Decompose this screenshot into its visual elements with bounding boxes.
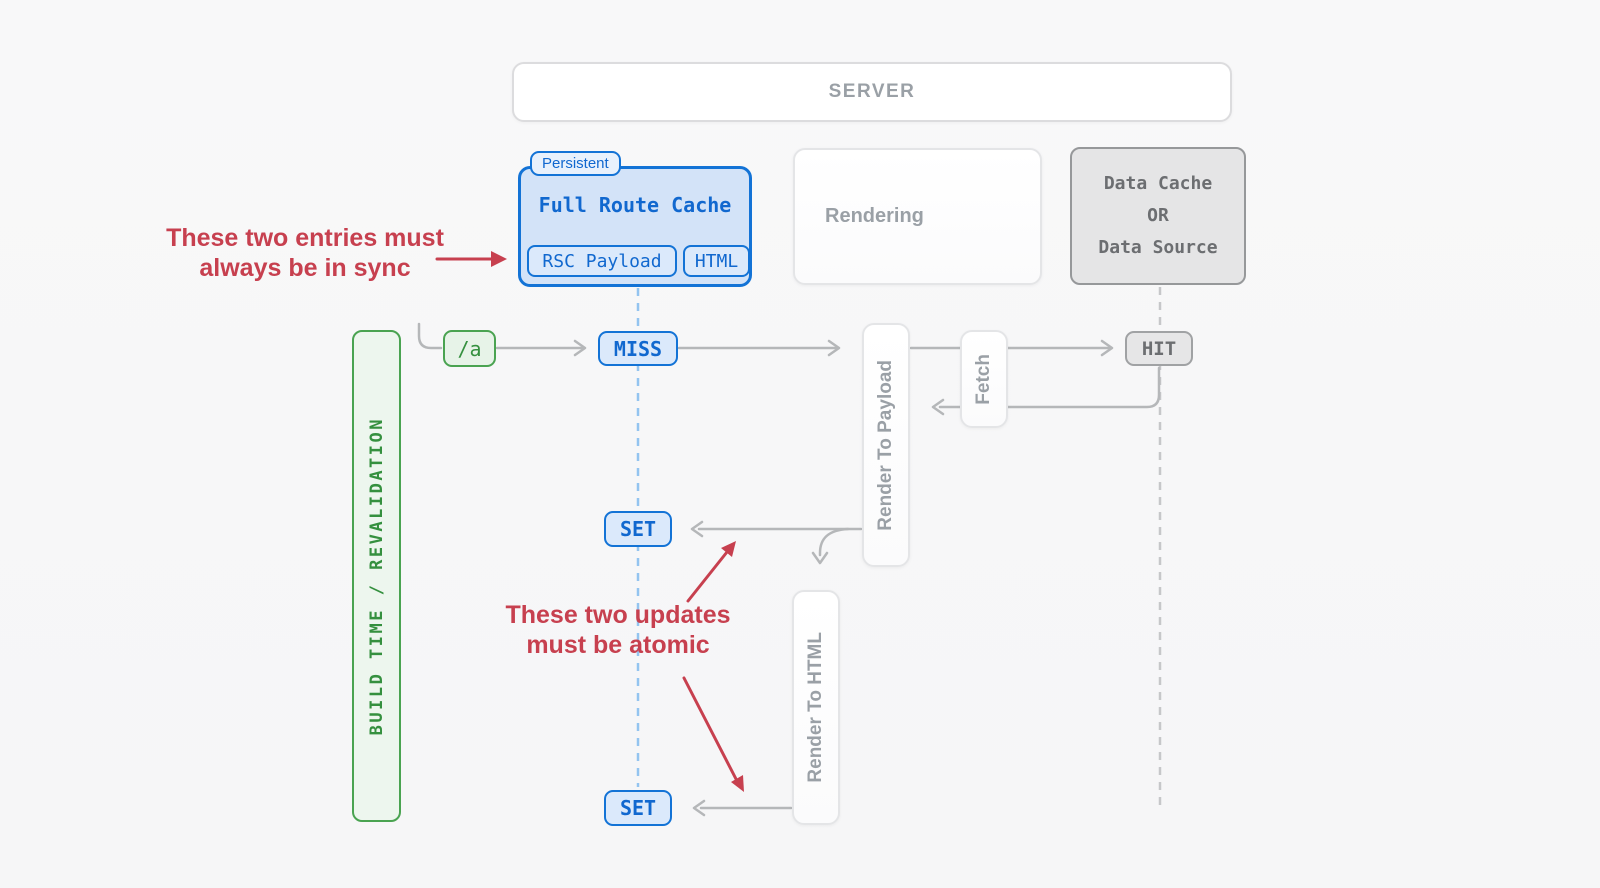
branch-down-to-render-html [818, 527, 850, 557]
arrowhead-hit-return [931, 398, 945, 416]
arrow-hit-return-to-render-payload [938, 366, 1161, 409]
render-to-payload-box: Render To Payload [862, 323, 910, 567]
red-arrow-atomic-down-shaft [682, 676, 738, 781]
render-to-payload-label: Render To Payload [875, 359, 896, 531]
arrowhead-route-to-miss [573, 339, 587, 357]
rendering-label: Rendering [825, 205, 924, 227]
rsc-payload-label: RSC Payload [542, 250, 662, 272]
set-bottom-label: SET [619, 796, 657, 820]
annotation-atomic-line-1: These two updates [505, 601, 731, 629]
red-arrowhead-atomic-down [731, 775, 744, 792]
annotation-entries-in-sync: These two entries must always be in sync [140, 223, 470, 283]
html-chip: HTML [683, 245, 750, 277]
fetch-label: Fetch [973, 353, 994, 405]
set-top-chip: SET [604, 511, 672, 547]
route-a-chip: /a [443, 330, 496, 367]
build-time-label: BUILD TIME / REVALIDATION [366, 416, 387, 736]
full-route-cache-title: Full Route Cache [538, 193, 732, 217]
red-arrowhead-sync [491, 251, 507, 267]
arrowhead-branch-down [811, 551, 829, 565]
data-cache-line-1: Data Cache [1103, 173, 1213, 194]
html-chip-label: HTML [694, 250, 739, 272]
arrowhead-set-bottom [692, 799, 706, 817]
persistent-badge: Persistent [530, 151, 621, 176]
miss-label: MISS [613, 336, 663, 361]
persistent-badge-label: Persistent [542, 155, 609, 172]
annotation-atomic-line-2: must be atomic [526, 631, 710, 659]
annotation-updates-atomic: These two updates must be atomic [490, 600, 746, 660]
red-arrowhead-atomic-up [721, 541, 736, 557]
set-top-label: SET [619, 517, 657, 541]
red-arrow-atomic-up-shaft [686, 550, 729, 603]
data-cache-box: Data Cache OR Data Source [1070, 147, 1246, 285]
build-time-bar: BUILD TIME / REVALIDATION [352, 330, 401, 822]
annotation-sync-line-1: These two entries must [166, 224, 444, 252]
rsc-payload-chip: RSC Payload [527, 245, 677, 277]
route-a-label: /a [457, 336, 482, 361]
rendering-box: Rendering [793, 148, 1042, 285]
render-to-html-label: Render To HTML [805, 632, 826, 783]
server-box: SERVER [512, 62, 1232, 122]
data-cache-line-2: OR [1147, 205, 1169, 226]
server-label: SERVER [828, 81, 916, 102]
data-cache-line-3: Data Source [1098, 237, 1218, 258]
render-to-html-box: Render To HTML [792, 590, 840, 825]
arrowhead-set-top [690, 520, 704, 538]
annotation-sync-line-2: always be in sync [199, 254, 411, 282]
arrowhead-miss-to-render-payload [827, 339, 841, 357]
hit-chip: HIT [1125, 331, 1193, 366]
fetch-box: Fetch [960, 330, 1008, 428]
elbow-into-route-chip [417, 322, 443, 350]
hit-label: HIT [1141, 337, 1177, 360]
miss-chip: MISS [598, 331, 678, 366]
set-bottom-chip: SET [604, 790, 672, 826]
arrowhead-render-payload-to-hit [1100, 339, 1114, 357]
